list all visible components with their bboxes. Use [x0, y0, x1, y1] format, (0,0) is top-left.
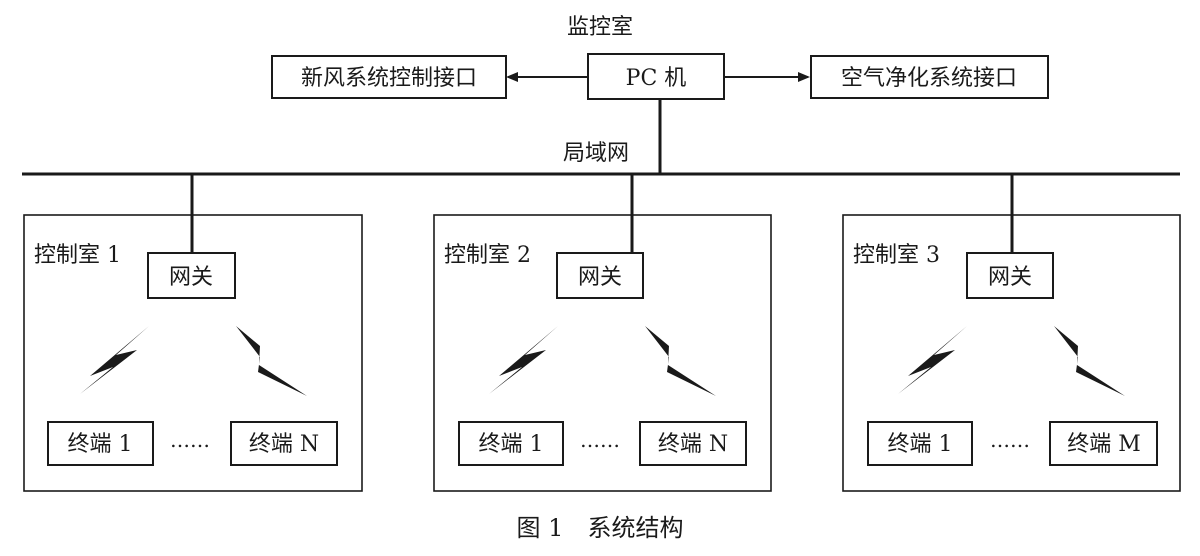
terminal-1-box	[458, 421, 564, 466]
gateway-3-label: 网关	[988, 265, 1032, 290]
lan-label: 局域网	[563, 141, 629, 166]
control-room-3-title: 控制室 3	[853, 243, 940, 268]
terminal-last-label: 终端 N	[658, 432, 728, 457]
gateway-1-box	[147, 252, 236, 299]
wireless-icon	[80, 326, 149, 394]
gateway-2-label: 网关	[578, 265, 622, 290]
terminal-first-label: 终端 1	[479, 432, 544, 457]
terminal-first-label: 终端 1	[68, 432, 133, 457]
pc-label: PC 机	[626, 66, 687, 91]
terminal-1-box	[867, 421, 973, 466]
control-room-1-frame	[23, 214, 363, 492]
right-interface-label: 空气净化系统接口	[841, 66, 1017, 91]
terminal-1-box	[47, 421, 154, 466]
left-interface-box	[271, 55, 507, 99]
control-room-2-frame	[433, 214, 772, 492]
left-interface-label: 新风系统控制接口	[301, 66, 477, 91]
ellipsis-label: ……	[580, 428, 620, 452]
control-room-1: 控制室 1 网关 终端 1 …… 终端 N	[23, 174, 363, 492]
right-interface-box	[810, 55, 1049, 99]
gateway-2-box	[556, 252, 644, 299]
terminal-n-box	[230, 421, 338, 466]
gateway-1-label: 网关	[169, 265, 213, 290]
wireless-icon	[489, 326, 558, 394]
terminal-n-box	[639, 421, 747, 466]
terminal-last-label: 终端 N	[249, 432, 319, 457]
terminal-last-label: 终端 M	[1067, 432, 1141, 457]
monitor-room-title: 监控室	[567, 15, 633, 40]
wireless-icon	[645, 326, 716, 396]
control-room-1-title: 控制室 1	[34, 243, 121, 268]
ellipsis-label: ……	[170, 428, 210, 452]
gateway-3-box	[966, 252, 1054, 299]
terminal-first-label: 终端 1	[888, 432, 953, 457]
wireless-icon	[236, 326, 307, 396]
wireless-icon	[1054, 326, 1125, 396]
control-room-2-title: 控制室 2	[444, 243, 531, 268]
figure-caption: 图 1 系统结构	[517, 514, 684, 542]
control-room-2: 控制室 2 网关 终端 1 …… 终端 N	[433, 174, 772, 492]
pc-box	[587, 53, 725, 100]
ellipsis-label: ……	[990, 428, 1030, 452]
terminal-m-box	[1049, 421, 1158, 466]
wireless-icon	[898, 326, 967, 394]
control-room-3-frame	[842, 214, 1181, 492]
control-room-3: 控制室 3 网关 终端 1 …… 终端 M	[842, 174, 1181, 492]
